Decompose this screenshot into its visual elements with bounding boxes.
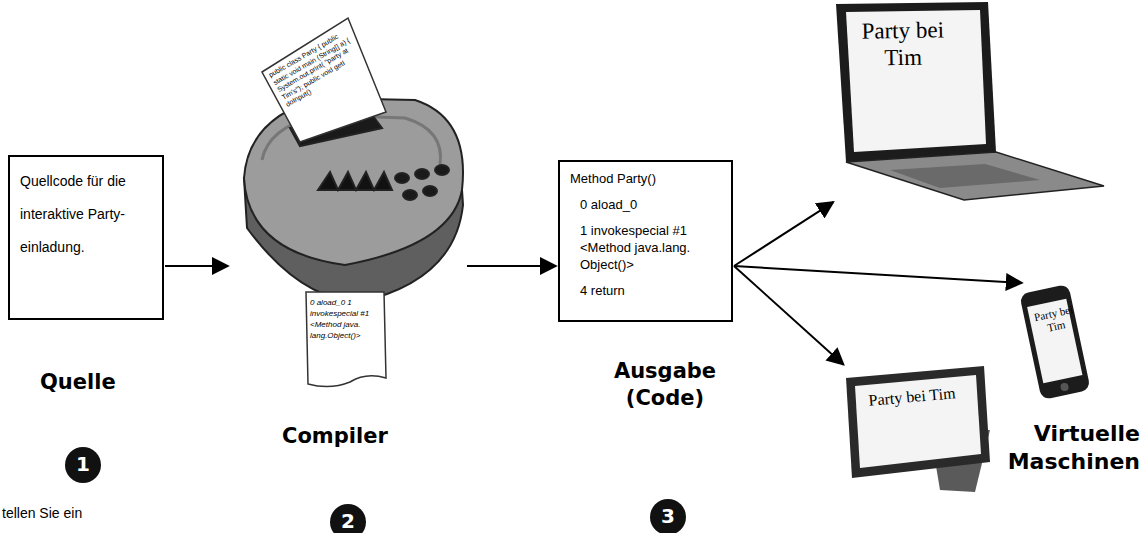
phone-vm: Party bei Tim (1024, 283, 1088, 401)
flow-arrow (734, 202, 833, 266)
stage-label: Compiler (282, 424, 422, 448)
callout-number: 2 (330, 509, 366, 533)
node-text: Party bei Tim (1032, 303, 1078, 337)
node-text: 0 aload_0 (580, 196, 723, 213)
flow-arrow (734, 266, 1022, 283)
step-circle (330, 504, 366, 533)
node-text: public class Party { public static void … (267, 27, 366, 109)
tablet (846, 366, 990, 492)
node-text: Quellcode für die interaktive Party- ein… (20, 165, 154, 264)
laptop-vm: Party bei Tim (835, 3, 1105, 201)
cut-off-note: tellen Sie ein (2, 505, 142, 521)
node-text: Party bei Tim (866, 384, 957, 410)
node-text: 1 invokespecial #1 <Method java.lang. Ob… (580, 222, 723, 273)
callout-number: 3 (650, 504, 686, 528)
source-box: Quellcode für die interaktive Party- ein… (8, 155, 164, 320)
output-code-box: Method Party() 0 aload_0 1 invokespecial #… (558, 160, 733, 322)
flow-arrow (165, 265, 228, 267)
callout-number: 1 (65, 452, 101, 476)
flow-arrow (467, 265, 556, 267)
smartphone (1019, 284, 1090, 400)
node-text: Party bei Tim (853, 16, 954, 72)
node-text: 0 aload_0 1 invokespecial #1 <Method jav… (310, 297, 384, 341)
tablet-vm: Party bei Tim (845, 366, 991, 478)
stage-label: Quelle (40, 370, 140, 394)
laptop (836, 2, 1104, 200)
flow-arrow (734, 266, 844, 365)
stage-label: Virtuelle Maschinen (985, 420, 1140, 476)
node-text: Method Party() (570, 170, 723, 187)
stage-label: Ausgabe (Code) (600, 358, 730, 412)
node-text: 4 return (580, 282, 723, 299)
compiler-printer (244, 18, 463, 387)
step-circle (650, 499, 686, 533)
step-circle (65, 447, 101, 483)
compiler-node: public class Party { public static void … (230, 15, 466, 387)
